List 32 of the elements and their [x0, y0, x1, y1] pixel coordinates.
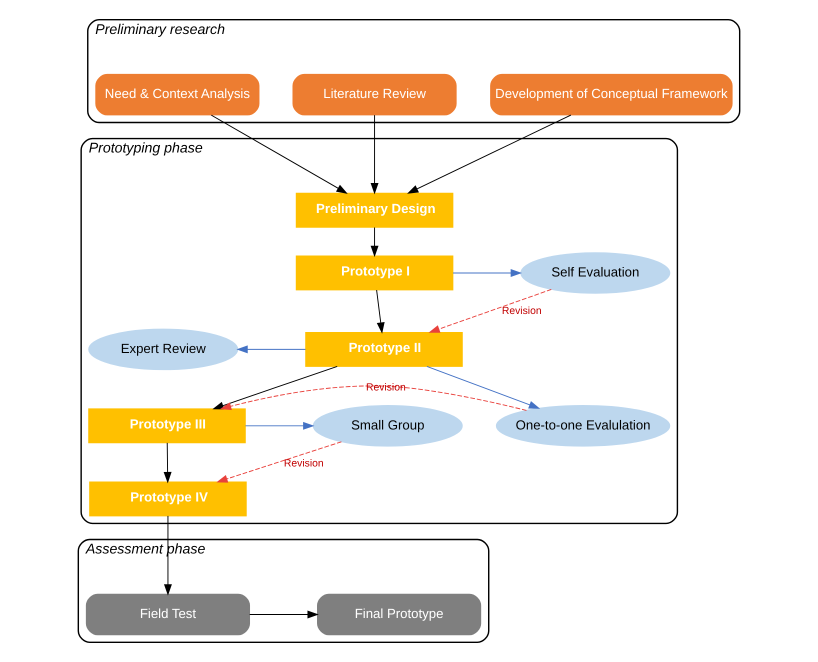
arrow — [245, 422, 314, 430]
arrow — [370, 114, 379, 194]
node-box: Development of Conceptual Framework — [490, 74, 733, 116]
arrow — [210, 114, 348, 194]
arrow — [164, 515, 172, 596]
arrow — [249, 610, 319, 618]
node-ellipse: Self Evaluation — [520, 252, 670, 294]
arrow — [370, 227, 379, 258]
node-ellipse: Small Group — [312, 405, 463, 447]
node-box: Prototype IV — [89, 481, 247, 516]
arrow — [164, 442, 172, 484]
node-ellipse: Expert Review — [88, 328, 238, 370]
arrow — [212, 366, 338, 410]
arrow — [428, 288, 552, 333]
arrow — [452, 269, 522, 277]
node-box: Literature Review — [292, 74, 457, 116]
edge-label: Revision — [502, 306, 542, 317]
arrow — [426, 366, 540, 409]
node-box: Need & Context Analysis — [95, 74, 260, 116]
node-box: Prototype I — [296, 256, 454, 290]
arrow — [236, 345, 306, 354]
arrow — [216, 441, 342, 483]
node-box: Field Test — [86, 594, 250, 636]
node-box: Prototype III — [88, 408, 246, 444]
node-box: Preliminary Design — [296, 192, 454, 228]
edge-label: Revision — [284, 458, 324, 470]
node-box: Final Prototype — [317, 594, 482, 636]
node-ellipse: One-to-one Evalulation — [496, 405, 670, 447]
arrow — [220, 385, 527, 411]
node-box: Prototype II — [305, 332, 463, 367]
arrow — [407, 114, 572, 194]
arrow — [376, 290, 385, 334]
